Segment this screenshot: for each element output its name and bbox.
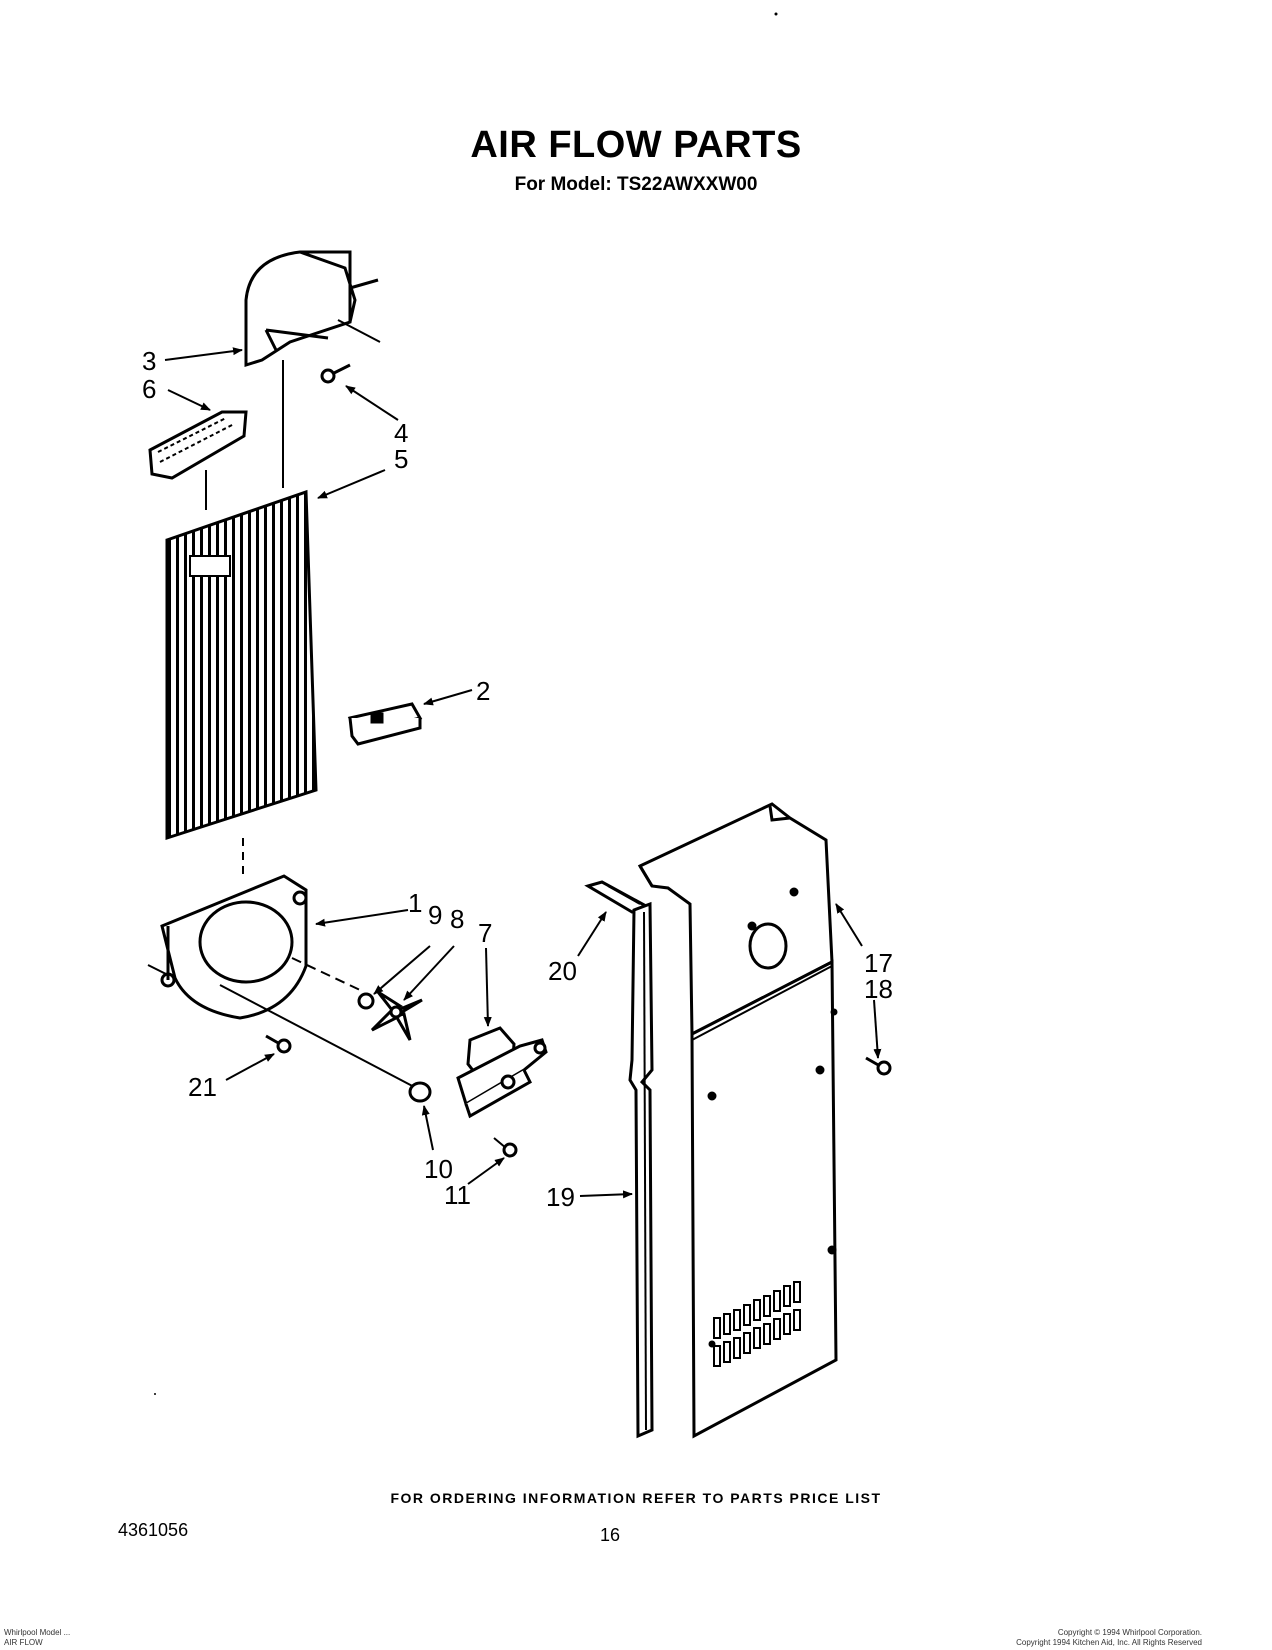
arrow-3 [164,347,243,361]
callout-labels: 3 6 4 5 2 1 9 8 7 21 10 11 20 19 17 18 [142,346,893,1212]
callout-18: 18 [864,974,893,1004]
callout-17: 17 [864,948,893,978]
arrow-21 [225,1053,275,1081]
callout-8: 8 [450,904,464,934]
callout-1: 1 [408,888,422,918]
arrow-17 [835,903,863,947]
scan-speck [154,1393,156,1395]
arrow-20 [577,911,607,957]
nut-part-9 [357,992,375,1010]
vent-slots [713,1281,801,1367]
scan-speck [774,12,778,16]
arrow-1 [315,909,409,927]
callout-7: 7 [478,918,492,948]
fan-motor-part [456,1026,548,1119]
fan-shroud-part [244,250,381,488]
bracket-part [347,702,423,746]
page-title: AIR FLOW PARTS [470,124,802,166]
side-trim-part [628,901,654,1439]
arrow-9 [373,945,431,995]
callout-4: 4 [394,418,408,448]
callout-21: 21 [188,1072,217,1102]
screw-part-4 [320,363,351,384]
grommet-part [408,1081,432,1103]
duct-cover-upper-part [637,802,834,1037]
fan-housing-part [147,874,421,1091]
callout-5: 5 [394,444,408,474]
arrow-4 [345,385,399,421]
callout-10: 10 [424,1154,453,1184]
screw-part-11 [493,1137,518,1158]
fineprint-right: Copyright © 1994 Whirlpool Corporation. … [1016,1628,1202,1648]
screw-part-21 [265,1034,292,1054]
callout-20: 20 [548,956,577,986]
arrow-8 [403,945,455,1001]
arrow-2 [423,689,473,706]
callout-2: 2 [476,676,490,706]
page-number: 16 [600,1525,621,1545]
callout-3: 3 [142,346,156,376]
fineprint-left-line2: AIR FLOW [4,1638,43,1647]
model-subtitle: For Model: TS22AWXXW00 [514,174,758,195]
arrow-7 [483,947,492,1027]
arrow-5 [317,469,386,499]
duct-panel-lower-part [690,959,838,1439]
arrow-19 [579,1190,633,1199]
fan-blade-part [370,990,423,1041]
callout-9: 9 [428,900,442,930]
callout-11: 11 [444,1180,471,1210]
document-number: 4361056 [118,1520,189,1540]
arrow-11 [467,1157,505,1185]
callout-19: 19 [546,1182,575,1212]
fineprint-left-line1: Whirlpool Model ... [4,1628,71,1637]
ordering-info-note: FOR ORDERING INFORMATION REFER TO PARTS … [390,1490,882,1506]
fineprint-left: Whirlpool Model ... AIR FLOW [4,1628,70,1648]
callout-6: 6 [142,374,156,404]
arrow-18 [873,999,882,1059]
grille-part [148,410,248,510]
fineprint-right-line1: Copyright © 1994 Whirlpool Corporation. [1057,1628,1202,1637]
arrow-6 [167,389,211,411]
arrow-10 [421,1105,434,1151]
screw-part-18 [865,1056,892,1076]
fineprint-right-line2: Copyright 1994 Kitchen Aid, Inc. All Rig… [1016,1638,1202,1647]
evaporator-cover-part [165,489,318,878]
leader-arrows [164,347,882,1199]
